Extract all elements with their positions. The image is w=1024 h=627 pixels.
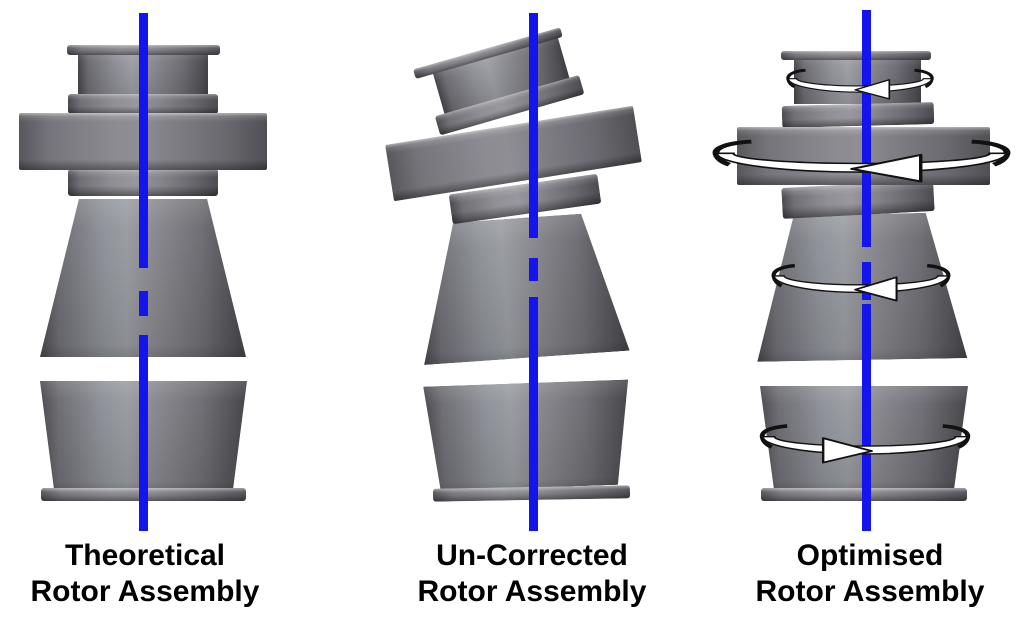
caption-line-2: Rotor Assembly — [755, 575, 985, 608]
axis-segment-bottom — [139, 335, 148, 531]
axis-segment-top — [139, 13, 148, 268]
mid-cone-drum — [414, 211, 629, 365]
rotor-un-corrected: Un-Corrected Rotor Assembly — [340, 0, 680, 627]
rotor-optimised: Optimised Rotor Assembly — [684, 0, 1024, 627]
axis-segment-bottom — [862, 304, 871, 531]
rotor-theoretical: Theoretical Rotor Assembly — [0, 0, 340, 627]
lower-drum — [423, 379, 632, 491]
rotation-arrow-mid-drum-icon — [770, 258, 952, 302]
rotation-arrow-top-shaft-icon — [785, 64, 935, 100]
axis-segment-dash — [139, 291, 148, 316]
caption-line-1: Un-Corrected — [436, 539, 628, 572]
axis-segment-top — [529, 13, 538, 238]
caption-line-1: Theoretical — [64, 539, 226, 572]
caption-optimised: Optimised Rotor Assembly — [700, 538, 1024, 610]
axis-segment-top — [862, 10, 871, 247]
axis-segment-dash — [529, 258, 538, 281]
caption-theoretical: Theoretical Rotor Assembly — [0, 538, 315, 610]
caption-line-1: Optimised — [796, 539, 944, 572]
caption-line-2: Rotor Assembly — [30, 575, 260, 608]
caption-un-corrected: Un-Corrected Rotor Assembly — [362, 538, 702, 610]
upper-collar — [781, 102, 935, 128]
rotation-arrow-lower-drum-icon — [758, 418, 972, 464]
caption-line-2: Rotor Assembly — [417, 575, 647, 608]
axis-segment-dash — [862, 262, 871, 300]
axis-segment-bottom — [529, 297, 538, 531]
top-flange — [781, 51, 931, 60]
rotation-arrow-disc-icon — [710, 133, 1013, 183]
top-shaft-cylinder — [794, 58, 921, 104]
